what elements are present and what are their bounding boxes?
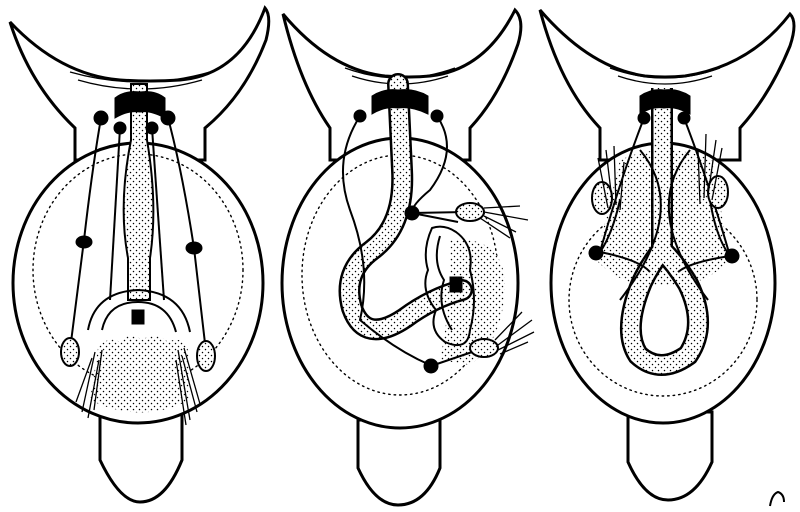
gonad-left-a — [61, 338, 79, 366]
gonad-left-b — [197, 341, 215, 371]
tail-right — [628, 412, 712, 500]
panel-middle — [282, 10, 534, 505]
corner-mark — [770, 492, 784, 506]
panel-left — [10, 8, 269, 502]
panel-right — [540, 10, 794, 500]
tail-middle — [358, 420, 440, 505]
stippled-mass-left — [90, 335, 190, 412]
